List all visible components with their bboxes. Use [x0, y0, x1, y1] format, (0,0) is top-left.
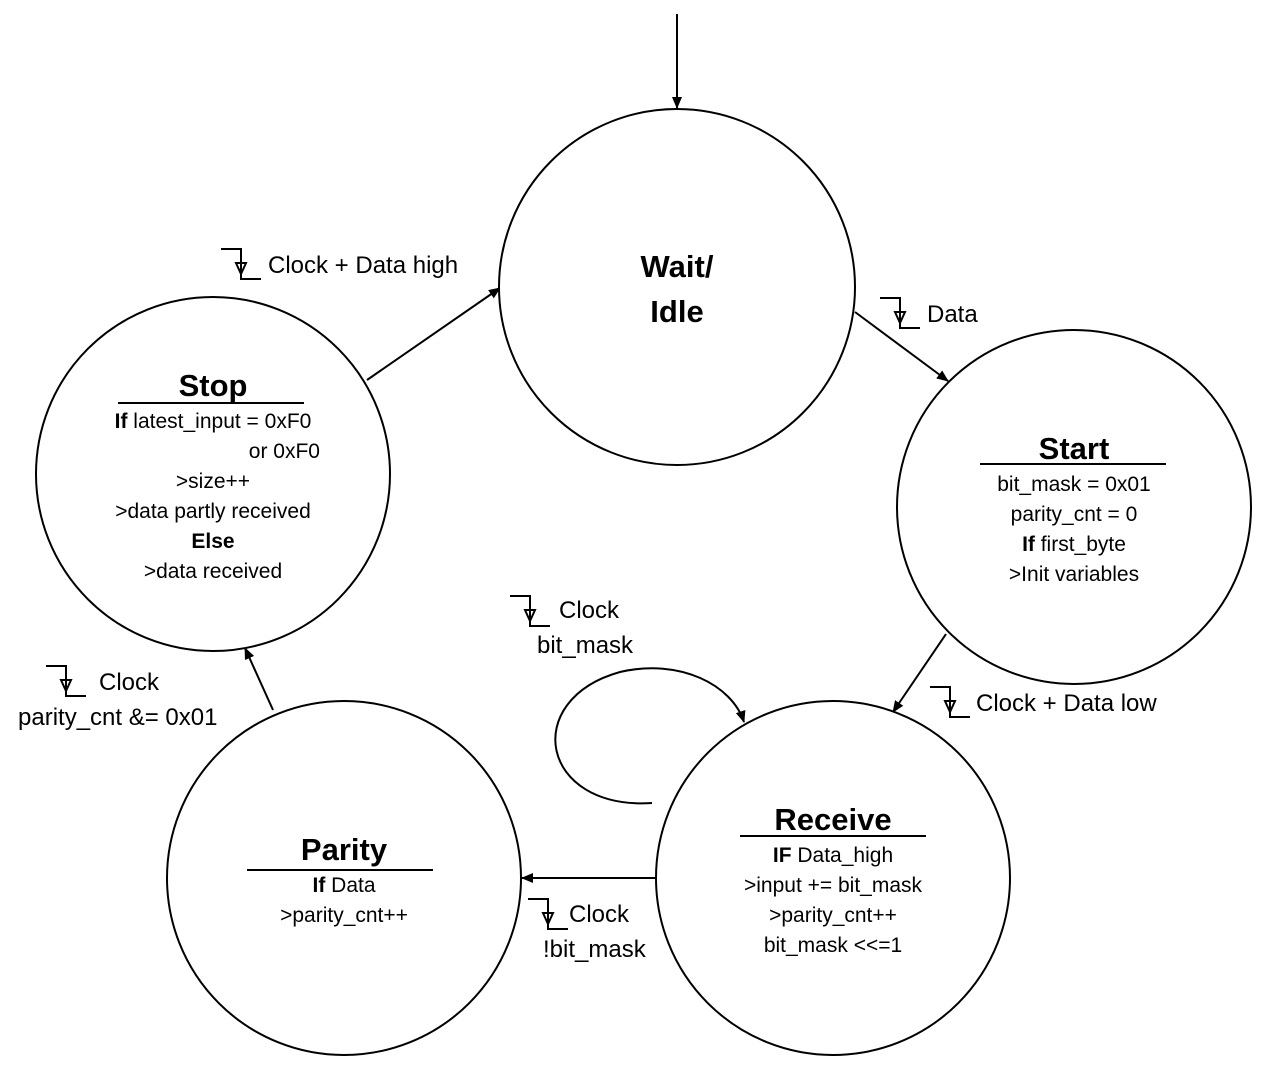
label-receive-self-line1: Clock	[559, 597, 620, 624]
state-start-circle	[896, 329, 1252, 685]
state-stop: Stop If latest_input = 0xF0 or 0xF0 >siz…	[35, 296, 391, 652]
label-receive-to-parity: Clock !bit_mask	[528, 898, 647, 963]
state-receive-line-2: >parity_cnt++	[769, 904, 897, 927]
label-stop-to-wait-text: Clock + Data high	[268, 252, 458, 279]
edge-parity-to-stop	[244, 647, 274, 711]
label-start-to-receive-text: Clock + Data low	[976, 690, 1157, 717]
label-parity-to-stop-line1: Clock	[99, 669, 160, 696]
falling-edge-icon	[528, 898, 568, 930]
state-wait-title-line2: Idle	[650, 294, 703, 329]
state-parity-line-1: >parity_cnt++	[280, 904, 408, 927]
state-stop-line-0: If latest_input = 0xF0	[115, 410, 312, 433]
label-start-to-receive: Clock + Data low	[930, 686, 1157, 718]
state-stop-line-5: >data received	[144, 560, 282, 583]
label-receive-to-parity-line1: Clock	[569, 901, 630, 928]
falling-edge-icon	[221, 248, 261, 280]
label-parity-to-stop: Clock parity_cnt &= 0x01	[18, 665, 217, 731]
falling-edge-icon	[510, 595, 550, 627]
state-start-title: Start	[1039, 431, 1110, 466]
state-stop-line-1: or 0xF0	[249, 440, 320, 463]
state-parity-line-0: If Data	[312, 874, 375, 897]
state-receive: Receive IF Data_high >input += bit_mask …	[655, 700, 1011, 1056]
label-receive-to-parity-line2: !bit_mask	[543, 936, 647, 963]
label-receive-self-line2: bit_mask	[537, 632, 634, 659]
state-receive-line-1: >input += bit_mask	[744, 874, 923, 897]
state-receive-line-0: IF Data_high	[773, 844, 893, 867]
state-wait-idle: Wait/ Idle	[498, 108, 856, 466]
state-stop-line-4: Else	[191, 530, 234, 553]
edge-start-to-receive	[892, 633, 947, 713]
label-receive-self: Clock bit_mask	[510, 595, 634, 659]
label-wait-to-start: Data	[880, 297, 978, 329]
edge-wait-to-start	[854, 311, 949, 382]
state-start-line-0: bit_mask = 0x01	[997, 473, 1151, 496]
state-parity-circle	[166, 700, 522, 1056]
state-receive-line-3: bit_mask <<=1	[764, 934, 902, 957]
label-wait-to-start-text: Data	[927, 301, 978, 328]
label-stop-to-wait: Clock + Data high	[221, 248, 458, 280]
state-stop-line-2: >size++	[176, 470, 250, 493]
state-receive-circle	[655, 700, 1011, 1056]
state-stop-line-3: >data partly received	[115, 500, 311, 523]
edge-receive-self-loop	[554, 667, 746, 805]
state-stop-title: Stop	[179, 368, 248, 403]
edge-stop-to-wait	[366, 287, 501, 381]
state-parity: Parity If Data >parity_cnt++	[166, 700, 522, 1056]
falling-edge-icon	[46, 665, 86, 697]
state-wait-circle	[498, 108, 856, 466]
state-start-line-1: parity_cnt = 0	[1011, 503, 1138, 526]
state-start-line-3: >Init variables	[1009, 563, 1139, 586]
falling-edge-icon	[880, 297, 920, 329]
state-parity-title: Parity	[301, 832, 388, 867]
state-receive-title: Receive	[774, 802, 891, 837]
state-start-line-2: If first_byte	[1022, 533, 1126, 556]
state-start: Start bit_mask = 0x01 parity_cnt = 0 If …	[896, 329, 1252, 685]
falling-edge-icon	[930, 686, 970, 718]
label-parity-to-stop-line2: parity_cnt &= 0x01	[18, 704, 217, 731]
state-stop-circle	[35, 296, 391, 652]
state-wait-title-line1: Wait/	[641, 249, 714, 284]
